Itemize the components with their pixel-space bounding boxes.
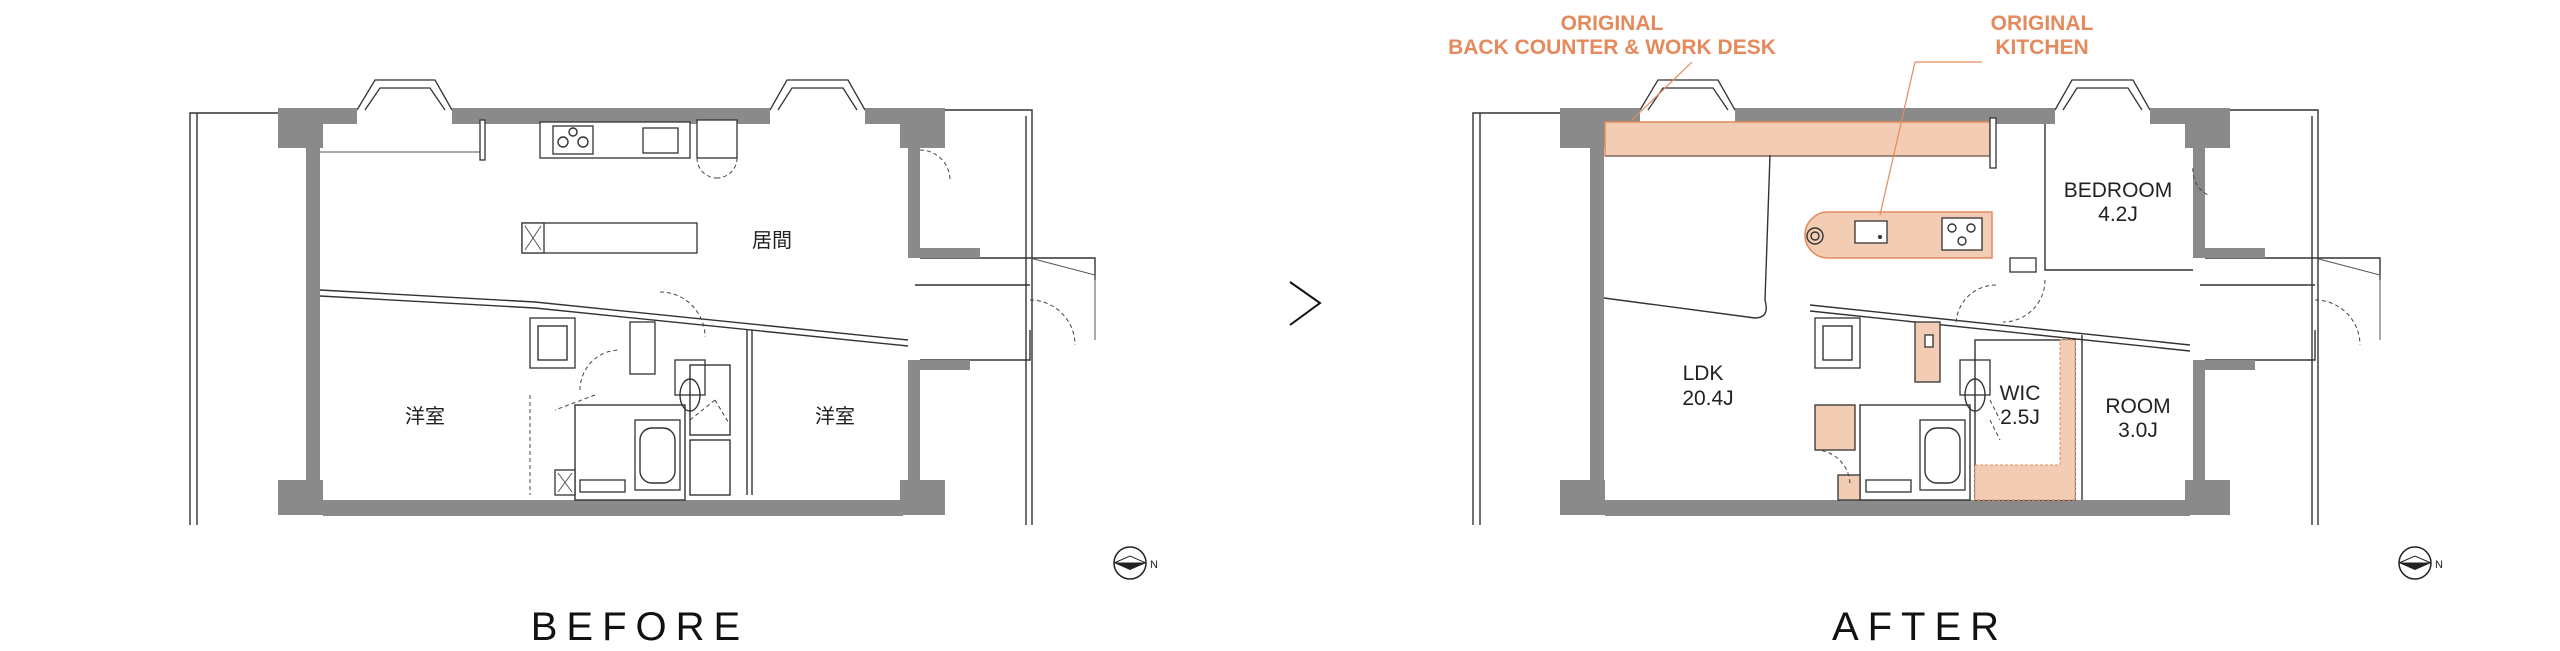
chevron-right-icon [1289,281,1322,326]
before-living-label: 居間 [752,228,792,252]
original-back-counter [1604,121,1991,157]
after-compass-label: N [2435,559,2443,571]
callout-back-counter-line1: ORIGINAL [1561,12,1664,35]
after-ldk-size: 20.4J [1682,387,1733,410]
before-west-room-label: 洋室 [405,404,445,428]
after-caption: AFTER [1832,605,2008,649]
after-bedroom-size: 4.2J [2098,203,2138,226]
callout-kitchen-leader [1879,61,1982,216]
after-wic-name: WIC [2000,382,2041,405]
before-plan: 居間 洋室 洋室 N BEFORE [189,79,1158,649]
before-compass-label: N [1150,559,1158,571]
after-plan: LDK 20.4J BEDROOM 4.2J WIC 2.5J ROOM 3.0… [1448,12,2443,649]
before-caption: BEFORE [531,605,749,649]
after-ldk-name: LDK [1683,362,1724,385]
before-east-room-label: 洋室 [815,404,855,428]
after-bedroom-name: BEDROOM [2064,179,2173,202]
callout-kitchen-line1: ORIGINAL [1991,12,2094,35]
north-arrow-icon [1113,546,1147,580]
after-room-name: ROOM [2105,395,2170,418]
callout-kitchen-line2: KITCHEN [1995,36,2088,59]
after-room-size: 3.0J [2118,419,2158,442]
north-arrow-icon [2398,546,2432,580]
callout-back-counter-line2: BACK COUNTER & WORK DESK [1448,36,1776,59]
after-wic-size: 2.5J [2000,406,2040,429]
callout-back-counter-leader [1631,61,1693,121]
